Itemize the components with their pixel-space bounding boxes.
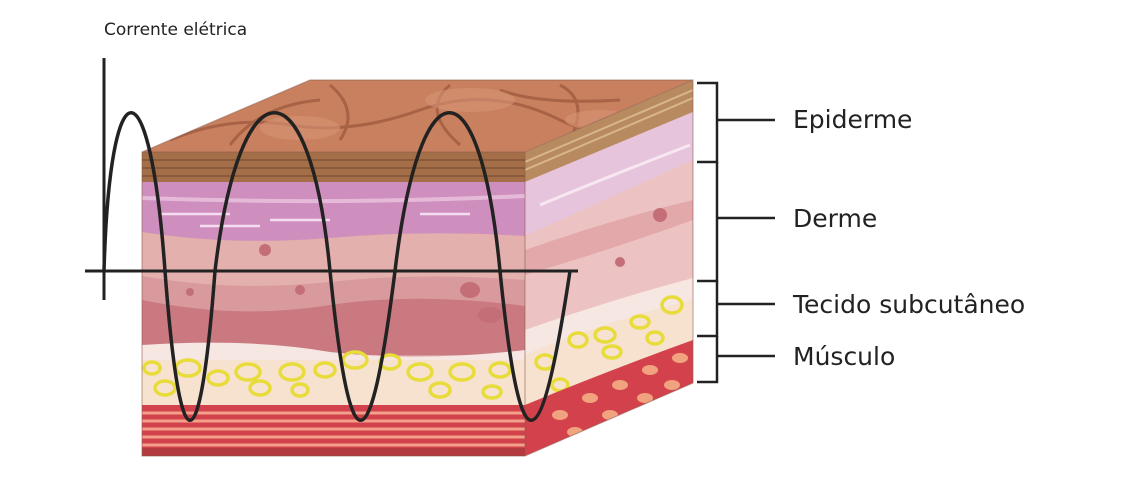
current-axis-label: Corrente elétrica [104, 20, 247, 40]
layer-brackets [697, 81, 775, 384]
current-sine-wave [102, 111, 572, 422]
subcutaneous-label: Tecido subcutâneo [792, 290, 1025, 319]
subcutaneous-bracket [697, 281, 719, 338]
dermis-label: Derme [793, 204, 877, 233]
epidermis-bracket [697, 81, 719, 164]
muscle-label: Músculo [793, 342, 895, 371]
current-waveform [85, 58, 578, 422]
dermis-bracket [697, 162, 719, 283]
skin-block [141, 79, 694, 457]
epidermis-label: Epiderme [793, 105, 912, 134]
skin-side-face [525, 80, 693, 456]
muscle-bracket [697, 336, 719, 384]
